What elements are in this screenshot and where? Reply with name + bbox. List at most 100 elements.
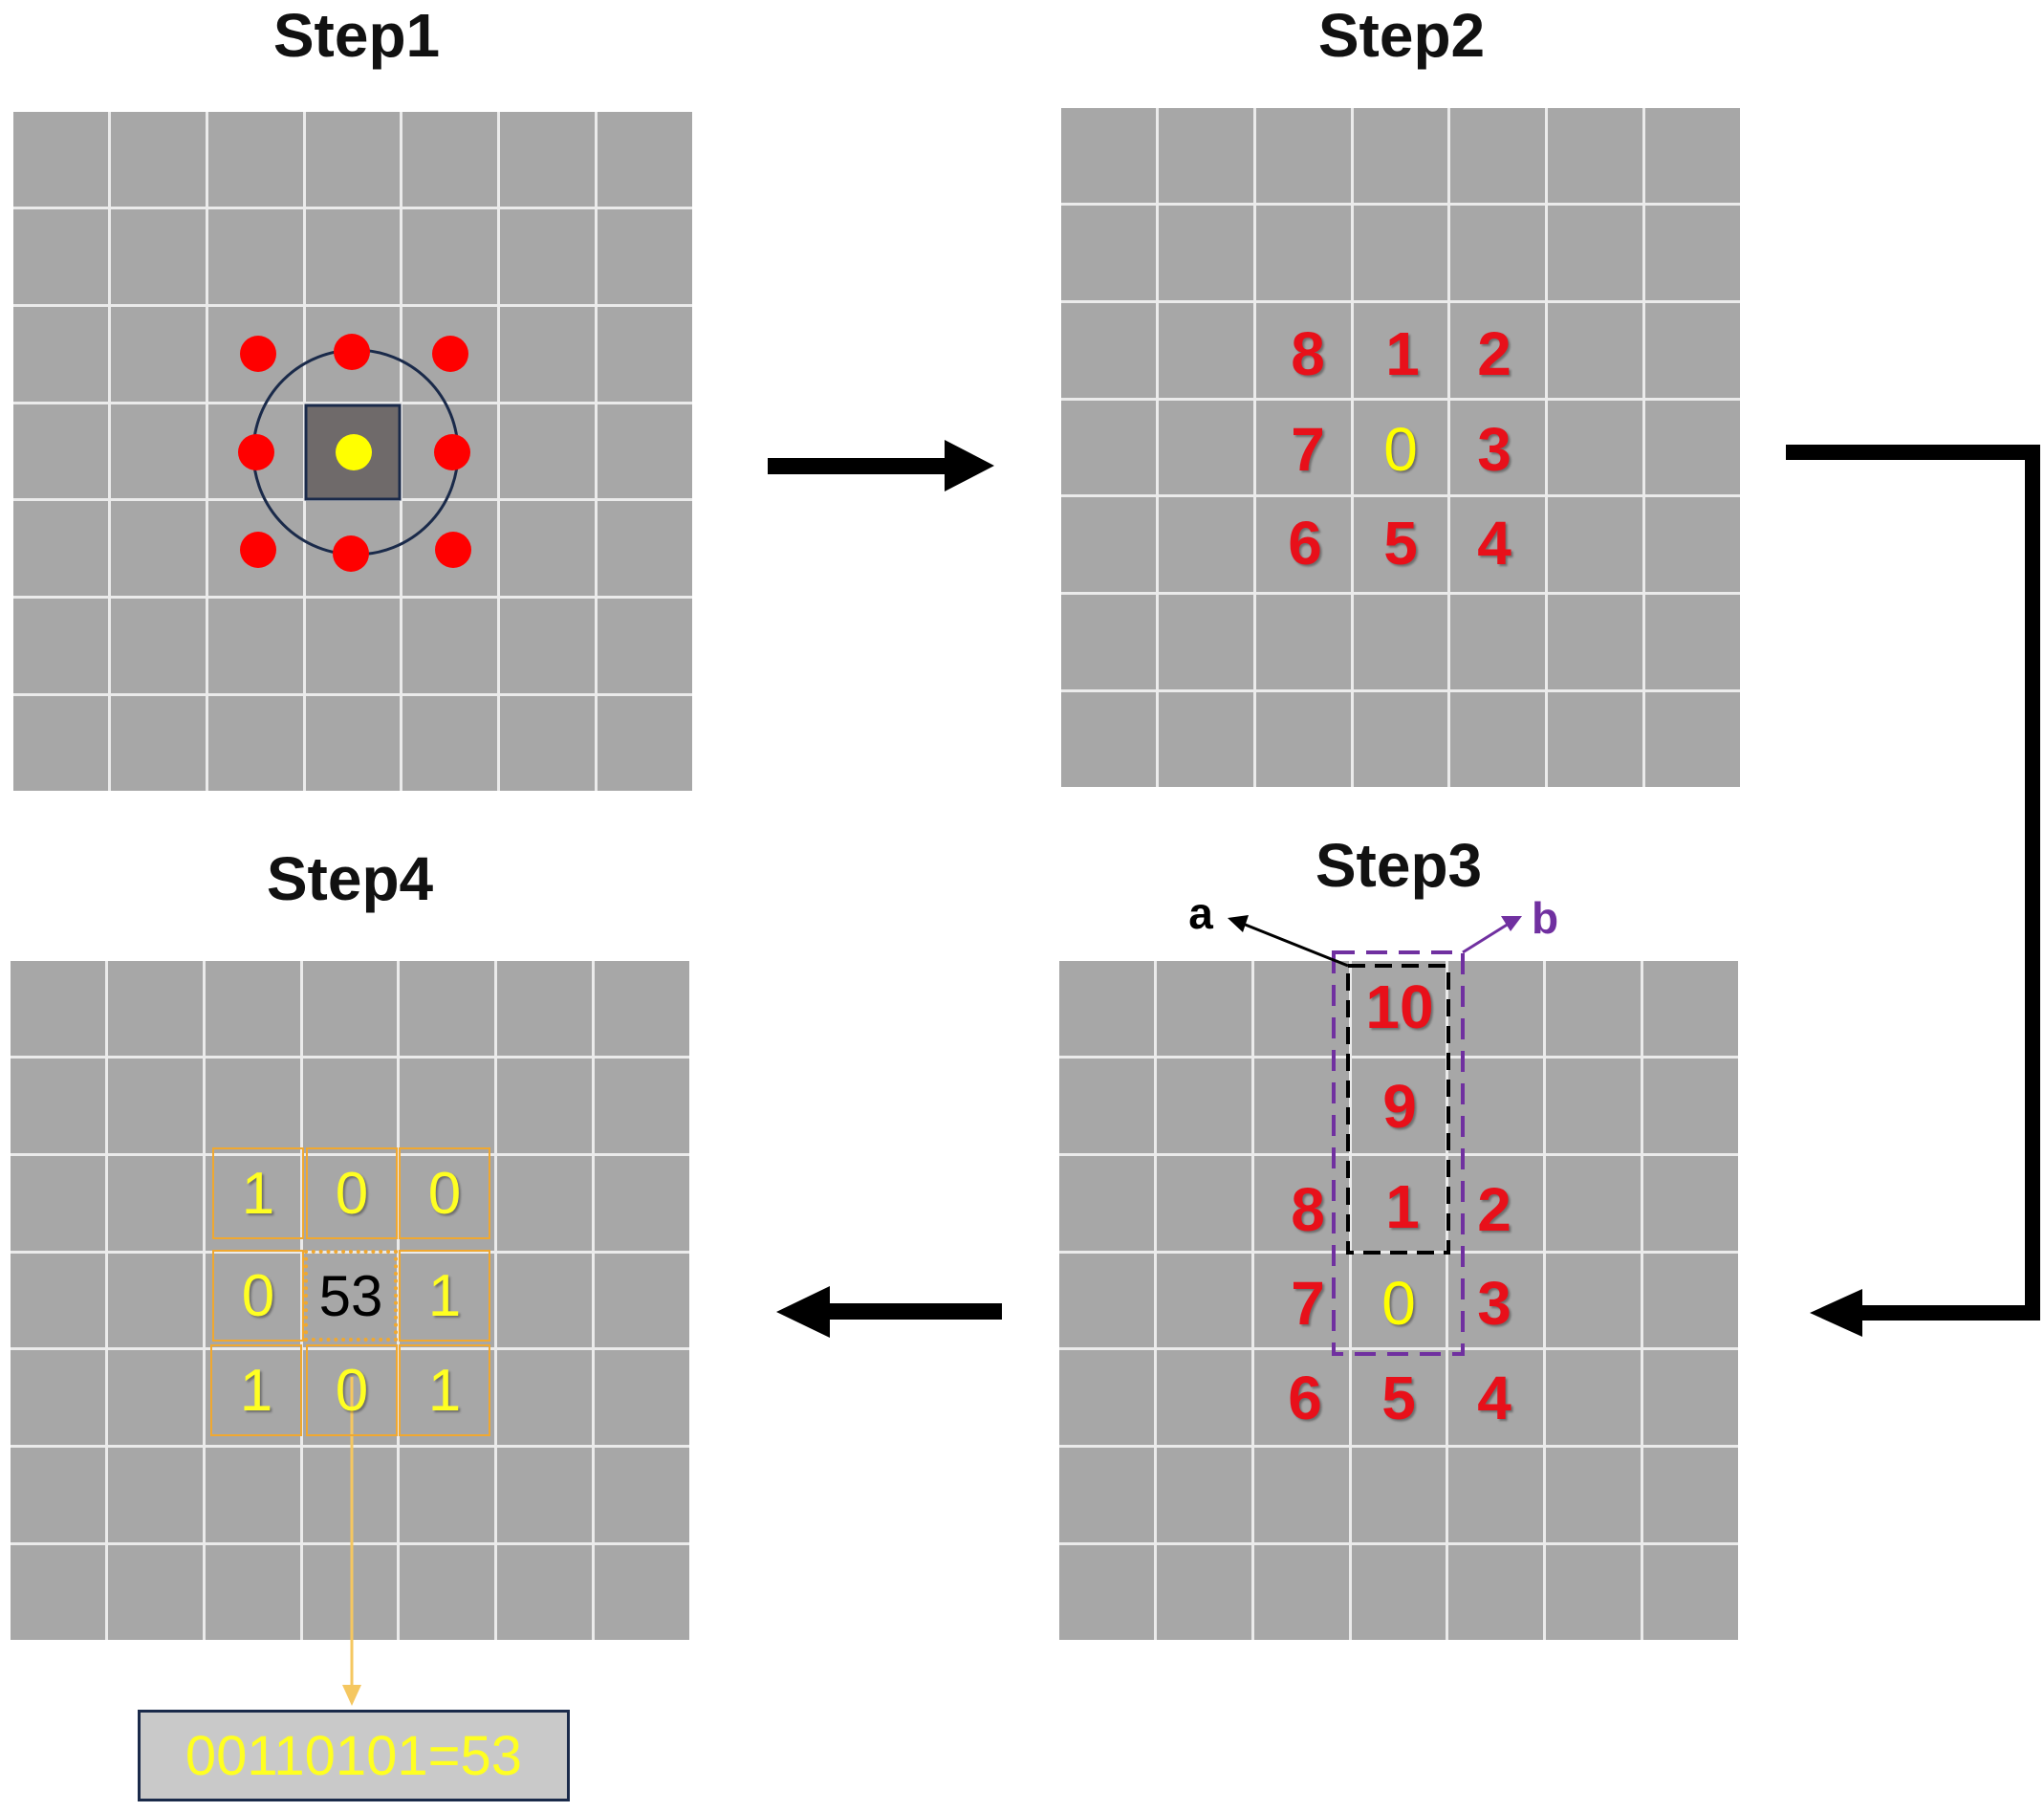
grid-cell <box>1156 1545 1251 1640</box>
step3-label-9: 9 <box>1382 1072 1417 1141</box>
grid-cell <box>1546 1350 1642 1446</box>
grid-cell <box>1255 400 1351 495</box>
grid-cell <box>207 112 303 207</box>
grid-cell <box>1061 108 1156 203</box>
grid-cell <box>1450 400 1546 495</box>
grid-cell <box>302 1058 398 1153</box>
grid-cell <box>595 1448 689 1543</box>
grid-cell <box>1059 1350 1154 1446</box>
bit-cell: 1 <box>399 1250 490 1342</box>
grid-cell <box>1645 205 1740 300</box>
grid-cell <box>1253 1058 1349 1153</box>
grid-cell <box>400 1253 495 1348</box>
grid-cell <box>302 1155 398 1251</box>
grid-cell <box>1255 205 1351 300</box>
bit-cell: 0 <box>306 1344 398 1436</box>
grid-cell <box>107 1448 203 1543</box>
grid-cell <box>13 404 108 499</box>
grid-cell <box>1353 595 1448 690</box>
grid-cell <box>497 1253 593 1348</box>
grid-cell <box>1353 302 1448 398</box>
grid-cell <box>305 208 401 304</box>
box-a-label: a <box>1188 888 1213 938</box>
grid-cell <box>500 599 596 694</box>
grid-cell <box>1351 1350 1446 1446</box>
grid-cell <box>107 1545 203 1640</box>
grid-cell <box>1156 961 1251 1056</box>
grid-cell <box>1645 302 1740 398</box>
grid-cell <box>1061 302 1156 398</box>
grid-cell <box>1351 1155 1446 1251</box>
grid-cell <box>400 1545 495 1640</box>
center-value: 53 <box>304 1250 398 1342</box>
step2-title: Step2 <box>1317 1 1486 70</box>
grid-cell <box>1450 205 1546 300</box>
grid-cell <box>302 1253 398 1348</box>
grid-cell <box>110 696 206 791</box>
grid-cell <box>500 404 596 499</box>
bit-cell: 1 <box>210 1344 302 1436</box>
grid-cell <box>1450 302 1546 398</box>
grid-cell <box>1253 1448 1349 1543</box>
grid-cell <box>1255 302 1351 398</box>
grid-cell <box>497 961 593 1056</box>
grid-cell <box>205 961 300 1056</box>
grid-cell <box>598 501 692 597</box>
grid-cell <box>207 208 303 304</box>
grid-cell <box>1156 1448 1251 1543</box>
step2-label-3: 3 <box>1477 415 1511 484</box>
grid-cell <box>107 1350 203 1446</box>
grid-cell <box>1450 692 1546 787</box>
grid-cell <box>1448 1545 1544 1640</box>
grid-cell <box>1548 108 1643 203</box>
grid-cell <box>1351 1058 1446 1153</box>
grid-cell <box>13 306 108 402</box>
grid-cell <box>107 961 203 1056</box>
grid-cell <box>497 1155 593 1251</box>
grid-cell <box>1253 1545 1349 1640</box>
grid-cell <box>400 1155 495 1251</box>
grid-cell <box>1061 595 1156 690</box>
step2-grid <box>1061 108 1740 787</box>
grid-cell <box>205 1058 300 1153</box>
grid-cell <box>595 1155 689 1251</box>
center-point <box>336 434 372 470</box>
neighbor-point <box>432 336 468 372</box>
grid-cell <box>1255 108 1351 203</box>
grid-cell <box>1253 961 1349 1056</box>
grid-cell <box>1158 400 1253 495</box>
grid-cell <box>595 961 689 1056</box>
grid-cell <box>1448 1350 1544 1446</box>
grid-cell <box>1548 400 1643 495</box>
grid-cell <box>11 1350 105 1446</box>
grid-cell <box>305 696 401 791</box>
grid-cell <box>1353 205 1448 300</box>
grid-cell <box>1156 1253 1251 1348</box>
pointer-a <box>1242 922 1349 968</box>
step3-label-10: 10 <box>1365 972 1434 1041</box>
grid-cell <box>1059 1253 1154 1348</box>
grid-cell <box>400 1448 495 1543</box>
grid-cell <box>400 961 495 1056</box>
grid-cell <box>205 1448 300 1543</box>
bit-cell: 0 <box>212 1250 304 1342</box>
grid-cell <box>1253 1253 1349 1348</box>
grid-cell <box>11 961 105 1056</box>
grid-cell <box>1156 1155 1251 1251</box>
grid-cell <box>302 1350 398 1446</box>
grid-cell <box>1353 108 1448 203</box>
grid-cell <box>1645 108 1740 203</box>
step2-label-0: 0 <box>1383 415 1418 484</box>
grid-cell <box>13 599 108 694</box>
grid-cell <box>11 1448 105 1543</box>
grid-cell <box>1156 1350 1251 1446</box>
grid-cell <box>1643 1155 1738 1251</box>
grid-cell <box>500 501 596 597</box>
grid-cell <box>1450 497 1546 593</box>
grid-cell <box>500 306 596 402</box>
step3-label-7: 7 <box>1291 1269 1325 1338</box>
grid-cell <box>1156 1058 1251 1153</box>
step1-title: Step1 <box>272 1 441 70</box>
step3-label-5: 5 <box>1381 1364 1416 1432</box>
